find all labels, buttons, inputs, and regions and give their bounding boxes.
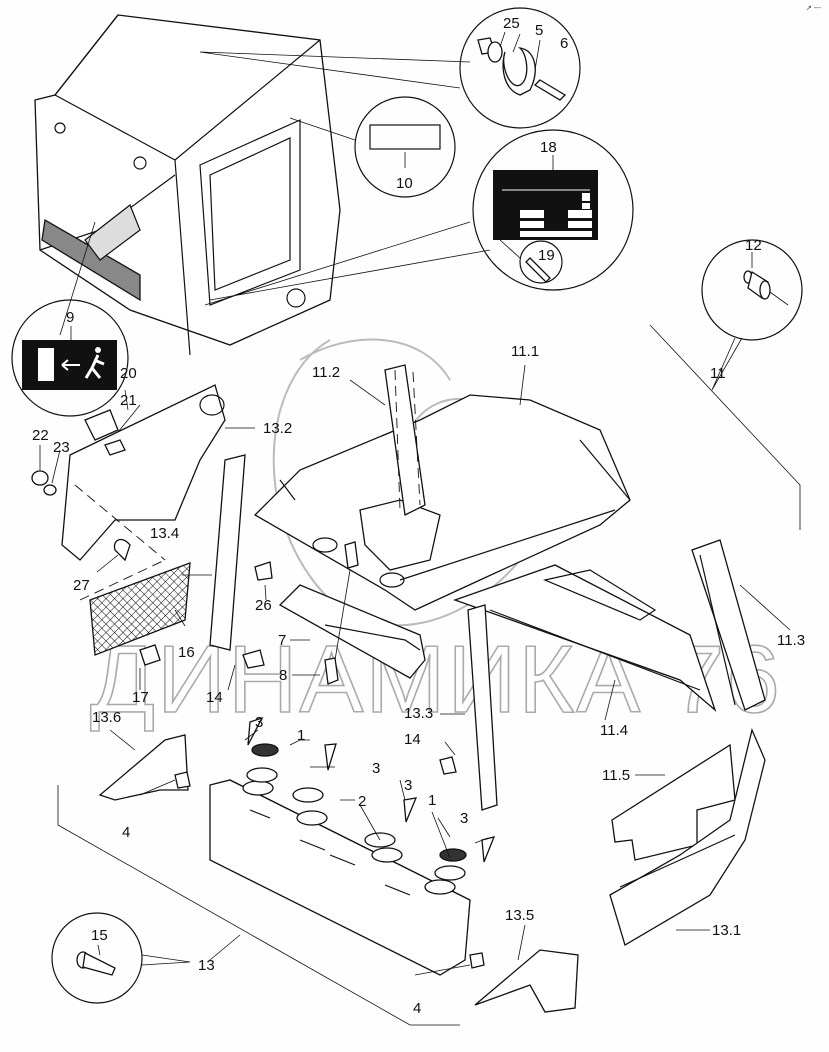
- callout-25: 25: [503, 15, 520, 32]
- detail-circle-15: 15: [51, 912, 191, 1004]
- callout-4a: 4: [122, 824, 130, 841]
- callout-8: 8: [279, 667, 287, 684]
- callout-4b: 4: [413, 1000, 421, 1017]
- callout-13: 13: [198, 957, 215, 974]
- callout-21: 21: [120, 392, 137, 409]
- callout-2: 2: [358, 793, 366, 810]
- callout-27: 27: [73, 577, 90, 594]
- detail-circle-fasteners: 25 5 6: [459, 7, 581, 129]
- callout-12: 12: [745, 237, 762, 254]
- callout-1b: 1: [428, 792, 436, 809]
- callout-16: 16: [178, 644, 195, 661]
- callout-3a: 3: [255, 714, 263, 731]
- callout-1a: 1: [297, 727, 305, 744]
- corner-mark: ↗ ---: [806, 5, 821, 12]
- callout-22: 22: [32, 427, 49, 444]
- callout-11-2: 11.2: [312, 364, 340, 381]
- callout-11-1: 11.1: [511, 343, 539, 360]
- callout-19: 19: [538, 247, 555, 264]
- callout-6: 6: [560, 35, 568, 52]
- callout-23: 23: [53, 439, 70, 456]
- callout-11-5: 11.5: [602, 767, 630, 784]
- cab-assembly: [34, 14, 341, 356]
- detail-circle-label-10: 10: [354, 96, 456, 198]
- callout-13-2: 13.2: [263, 420, 292, 437]
- callout-13-6: 13.6: [92, 709, 121, 726]
- callout-7: 7: [278, 632, 286, 649]
- callout-13-5: 13.5: [505, 907, 534, 924]
- pillar-13-3: 13.3 14: [404, 604, 498, 811]
- callout-3d: 3: [460, 810, 468, 827]
- callout-14a: 14: [206, 689, 223, 706]
- detail-circle-exit-sign: 9: [11, 299, 129, 417]
- callout-5: 5: [535, 22, 543, 39]
- callout-13-3: 13.3: [404, 705, 433, 722]
- callout-9: 9: [66, 309, 74, 326]
- trim-13-5: 13.5: [474, 907, 579, 1013]
- callout-18: 18: [540, 139, 557, 156]
- callout-17: 17: [132, 689, 149, 706]
- sun-visor: 7 8: [278, 541, 426, 685]
- callout-15: 15: [91, 927, 108, 944]
- callout-13-4: 13.4: [150, 525, 179, 542]
- callout-13-1: 13.1: [712, 922, 741, 939]
- watermark-logo-arc: [299, 338, 451, 381]
- callout-11-4: 11.4: [600, 722, 628, 739]
- detail-circle-12: 12: [701, 237, 803, 391]
- callout-3b: 3: [372, 760, 380, 777]
- callout-20: 20: [120, 365, 137, 382]
- callout-10: 10: [396, 175, 413, 192]
- detail-circle-data-plate: 18 19: [472, 129, 634, 291]
- callout-26: 26: [255, 597, 272, 614]
- callout-11: 11: [710, 365, 726, 382]
- callout-11-3: 11.3: [777, 632, 805, 649]
- callout-3c: 3: [404, 777, 412, 794]
- left-panels: 13.2 13.4 20 21 22 23 27 26 16 17 14: [31, 365, 292, 706]
- callout-14b: 14: [404, 731, 421, 748]
- panel-11-5-13-1: 11.5 13.1: [602, 727, 766, 946]
- watermark-logo: [272, 339, 542, 627]
- air-duct-13: 3 1 3 2 3 1 3 4 4 13: [57, 714, 496, 1026]
